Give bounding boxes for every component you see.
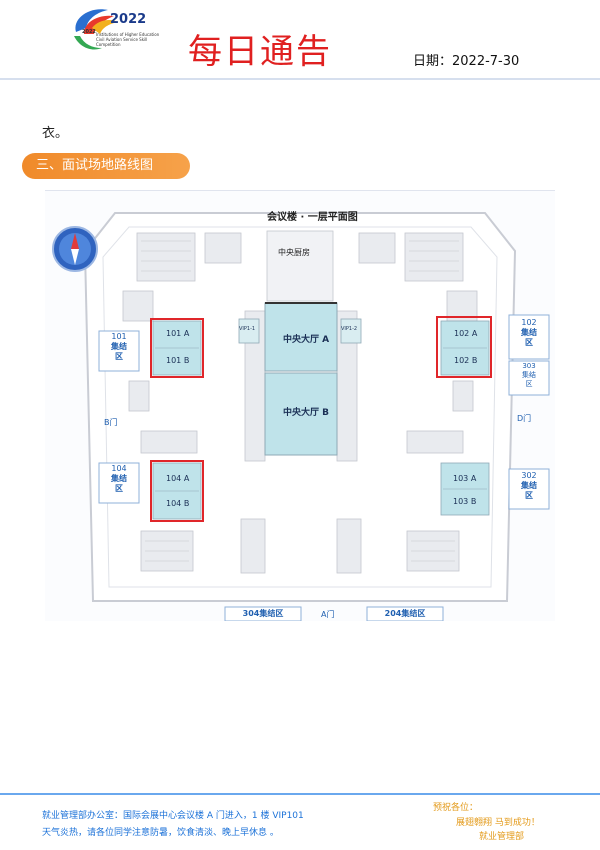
- zone-302-label: 集结: [521, 481, 537, 490]
- date-line: 日期：2022-7-30: [413, 50, 519, 69]
- zone-303-label-2: 区: [525, 380, 533, 388]
- zone-104-label: 集结: [111, 474, 127, 483]
- door-a: A门: [321, 610, 335, 619]
- footer-office-info: 就业管理部办公室：国际会展中心会议楼 A 门进入，1 楼 VIP101: [42, 811, 304, 821]
- competition-logo: [62, 4, 182, 58]
- footer-divider: [0, 793, 600, 795]
- zone-101-number: 101: [111, 332, 127, 341]
- zone-102-label-2: 区: [525, 338, 533, 347]
- zone-303-label: 集结: [522, 371, 536, 379]
- room-101a: 101 A: [166, 329, 190, 338]
- vip2-label: VIP1-2: [341, 326, 358, 332]
- zone-204: 204集结区: [384, 609, 426, 618]
- room-102b: 102 B: [454, 356, 478, 365]
- zone-104-label-2: 区: [115, 484, 123, 493]
- date-label: 日期：: [413, 54, 453, 69]
- plan-title: 会议楼 · 一层平面图: [267, 212, 358, 223]
- zone-101-label-2: 区: [115, 352, 123, 361]
- zone-303: 303 集结 区: [509, 362, 549, 389]
- door-d: D门: [517, 414, 532, 423]
- footer-weather-notice: 天气炎热，请各位同学注意防暑，饮食清淡、晚上早休息 。: [42, 828, 279, 838]
- hall-a-label: 中央大厅 A: [283, 335, 330, 345]
- room-104b: 104 B: [166, 499, 190, 508]
- door-b: B门: [104, 418, 118, 427]
- footer-wish-2: 展翅翱翔 马到成功！: [456, 818, 540, 828]
- zone-104-number: 104: [111, 464, 127, 473]
- zone-102-number: 102: [521, 318, 537, 327]
- zone-303-number: 303: [522, 362, 536, 370]
- zone-104: 104 集结 区: [99, 464, 139, 494]
- logo-sub-year: 2022: [82, 29, 96, 35]
- continued-text: 衣。: [42, 126, 69, 141]
- floor-plan-drawing: [52, 212, 550, 621]
- zone-101: 101 集结 区: [99, 332, 139, 362]
- footer-signature: 就业管理部: [479, 832, 525, 842]
- room-102a: 102 A: [454, 329, 478, 338]
- zone-302-label-2: 区: [525, 491, 533, 500]
- header-divider: [0, 78, 600, 80]
- logo-subtitle: Institutions of Higher Education Civil A…: [96, 32, 160, 47]
- compass-icon: [52, 226, 98, 272]
- logo-emblem-icon: [74, 9, 118, 50]
- zone-101-label: 集结: [111, 342, 127, 351]
- zone-304: 304集结区: [242, 609, 284, 618]
- vip1-label: VIP1-1: [239, 326, 256, 332]
- zone-302-number: 302: [521, 471, 537, 480]
- room-101b: 101 B: [166, 356, 190, 365]
- kitchen-label: 中央厨房: [278, 248, 310, 257]
- room-103a: 103 A: [453, 474, 477, 483]
- section-heading: 三、面试场地路线图: [22, 153, 190, 179]
- zone-102: 102 集结 区: [509, 318, 549, 348]
- zone-302: 302 集结 区: [509, 471, 549, 501]
- zone-102-label: 集结: [521, 328, 537, 337]
- logo-year: 2022: [110, 12, 147, 27]
- page-title: 每日通告: [188, 32, 332, 72]
- hall-b-label: 中央大厅 B: [283, 408, 329, 418]
- footer-wish-1: 预祝各位：: [433, 803, 479, 813]
- floor-plan: 会议楼 · 一层平面图 中央厨房 中央大厅 A 中央大厅 B VIP1-1 VI…: [45, 190, 555, 621]
- room-103b: 103 B: [453, 497, 477, 506]
- date-value: 2022-7-30: [452, 54, 520, 69]
- room-104a: 104 A: [166, 474, 190, 483]
